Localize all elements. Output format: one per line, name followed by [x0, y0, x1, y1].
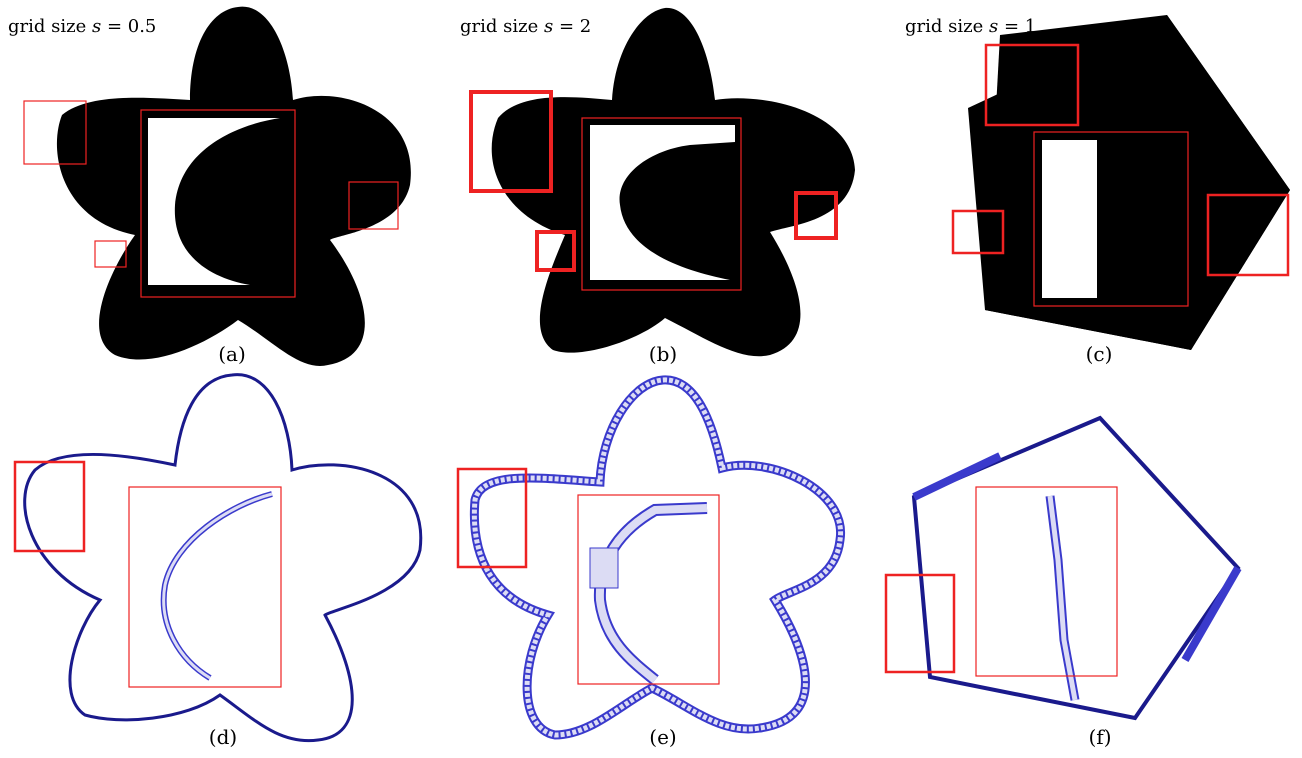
caption-d: (d): [209, 725, 237, 749]
caption-e: (e): [649, 725, 676, 749]
inner-cells-fill-e: [595, 504, 708, 684]
panel-c: (c): [951, 15, 1290, 366]
highlight-box-f-center: [975, 486, 1118, 677]
outline-cells-top-f: [912, 452, 1002, 501]
highlight-box-c-left: [951, 209, 1005, 255]
star-shape-a: [56, 6, 411, 366]
panel-e: (e): [456, 380, 841, 749]
highlight-box-b-left: [469, 90, 553, 193]
large-cell-e: [589, 547, 619, 589]
panel-f: (f): [884, 415, 1242, 749]
highlight-box-c-right: [1206, 193, 1290, 277]
highlight-box-a-left: [23, 100, 87, 165]
caption-f: (f): [1088, 725, 1111, 749]
outline-cells-fill-e: [474, 380, 840, 735]
panel-a-title: grid size s = 0.5: [8, 16, 156, 37]
cavity-a: [148, 118, 280, 285]
outline-curve-d: [23, 373, 423, 743]
star-shape-b: [491, 7, 855, 357]
highlight-box-e-center: [577, 494, 720, 685]
caption-b: (b): [649, 342, 677, 366]
highlight-box-b-center: [581, 117, 742, 291]
highlight-box-e-left: [456, 467, 528, 569]
outline-cells-right-f: [1181, 566, 1242, 662]
panel-d: (d): [13, 373, 423, 749]
highlight-box-a-small: [94, 240, 127, 268]
highlight-box-b-small: [535, 230, 576, 272]
inner-cells-fill-f: [1047, 495, 1078, 701]
inner-cells-e: [593, 502, 708, 685]
highlight-box-f-left: [884, 573, 956, 674]
outline-pentagon-f: [911, 415, 1241, 721]
panel-b-title: grid size s = 2: [460, 16, 591, 37]
caption-c: (c): [1086, 342, 1113, 366]
highlight-box-a-center: [140, 109, 296, 298]
highlight-box-a-right: [348, 181, 399, 230]
highlight-box-b-right: [794, 191, 838, 240]
inner-arc-fill-d: [162, 492, 273, 680]
highlight-box-c-top: [984, 43, 1080, 127]
highlight-box-d-center: [128, 486, 282, 688]
cavity-b: [590, 125, 735, 280]
caption-a: (a): [218, 342, 246, 366]
panel-a: (a): [23, 6, 411, 366]
highlight-box-c-center: [1033, 131, 1189, 307]
panel-b: (b): [469, 7, 855, 366]
highlight-box-d-left: [13, 460, 86, 553]
panel-c-title: grid size s = 1: [905, 16, 1036, 37]
cavity-c: [1042, 140, 1097, 298]
